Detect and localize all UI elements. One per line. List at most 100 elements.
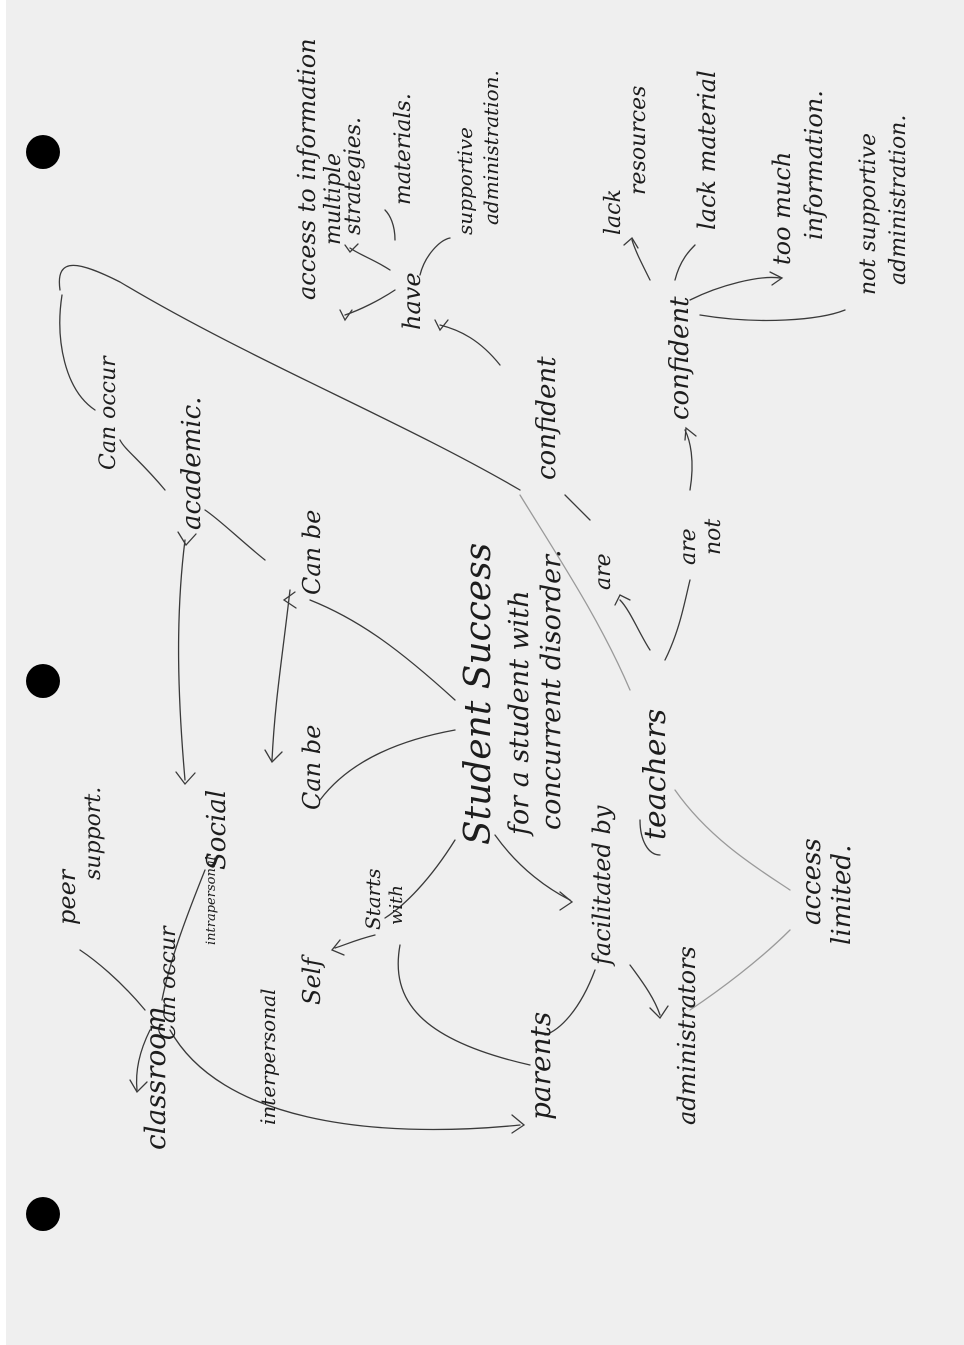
label-with: with bbox=[386, 885, 407, 925]
node-materials: materials. bbox=[391, 93, 416, 205]
node-parents: parents bbox=[524, 1012, 557, 1120]
label-can-be-bottom: Can be bbox=[298, 725, 326, 810]
node-confident-bottom: confident bbox=[665, 296, 695, 420]
node-intrapersonal: intrapersonal bbox=[204, 856, 219, 945]
node-administrators: administrators bbox=[673, 946, 701, 1125]
label-are-not-2: not bbox=[701, 519, 726, 555]
node-limited: limited. bbox=[827, 845, 857, 945]
punch-hole-top bbox=[26, 135, 60, 169]
arrowhead-canbe-top bbox=[282, 591, 297, 609]
arrowhead-admins bbox=[649, 1005, 669, 1020]
arrowhead-classroom bbox=[129, 1079, 148, 1094]
node-supportive: supportive bbox=[453, 127, 477, 235]
label-facilitated-by: facilitated by bbox=[588, 805, 616, 967]
link-facilitated-teachers bbox=[639, 819, 661, 856]
node-supportive-administration: administration. bbox=[479, 70, 503, 225]
link-starts-self bbox=[334, 934, 376, 949]
link-social-canoccur bbox=[161, 869, 206, 1001]
link-canbe-both bbox=[271, 589, 291, 761]
link-have-supportive bbox=[419, 237, 451, 276]
link-starts-parents bbox=[397, 944, 531, 1066]
link-confident-lackres bbox=[631, 239, 651, 281]
node-support: support. bbox=[81, 787, 106, 880]
link-central-canbe-bottom bbox=[319, 729, 456, 801]
node-peer: peer bbox=[53, 868, 81, 925]
node-classroom: classroom bbox=[139, 1006, 172, 1150]
arrowhead-parents bbox=[511, 1114, 526, 1134]
link-confident-notsupportive bbox=[699, 309, 846, 322]
node-lack: lack bbox=[601, 189, 626, 235]
link-have-materials bbox=[384, 209, 396, 241]
label-are-not-1: are bbox=[676, 528, 701, 565]
node-not-supportive: not supportive bbox=[856, 133, 881, 295]
central-subtitle-2: concurrent disorder. bbox=[536, 549, 567, 830]
link-arenot-confident bbox=[684, 429, 693, 491]
node-strategies: strategies. bbox=[341, 117, 366, 235]
node-access-to-information: access to information bbox=[293, 38, 321, 300]
arrowhead-lackres bbox=[623, 236, 639, 249]
link-teachers-access bbox=[674, 789, 791, 891]
link-central-starts bbox=[384, 839, 456, 919]
node-resources: resources bbox=[626, 86, 651, 195]
node-teachers: teachers bbox=[638, 709, 673, 840]
arrowhead-toomuch bbox=[769, 271, 784, 286]
label-are: are bbox=[591, 553, 616, 590]
link-canoccur-loop bbox=[59, 294, 96, 411]
node-not-supportive-administration: administration. bbox=[886, 115, 911, 285]
node-interpersonal: interpersonal bbox=[256, 989, 280, 1125]
node-information: information. bbox=[800, 90, 828, 240]
link-confident-lackmat bbox=[674, 244, 696, 281]
central-concept: Student Success for a student with concu… bbox=[458, 543, 567, 845]
node-academic: academic. bbox=[177, 397, 207, 530]
arrowhead-academic bbox=[177, 531, 197, 547]
node-access: access bbox=[797, 838, 827, 925]
link-academic-social bbox=[177, 539, 186, 781]
punch-hole-bottom bbox=[26, 1197, 60, 1231]
arrowhead-social bbox=[175, 771, 196, 786]
node-confident-top: confident bbox=[532, 356, 562, 480]
paper-sheet bbox=[6, 0, 964, 1345]
link-have-access bbox=[344, 289, 396, 316]
link-canbe-academic bbox=[204, 509, 266, 561]
arrowhead-are bbox=[614, 594, 631, 606]
arrowheads bbox=[129, 236, 784, 1134]
link-confident-have bbox=[439, 324, 501, 366]
link-teachers-arenot bbox=[664, 579, 691, 661]
link-facilitated-admins bbox=[629, 964, 661, 1016]
node-too-much: too much bbox=[768, 152, 796, 265]
node-have: have bbox=[398, 272, 426, 330]
link-loop-confident bbox=[58, 264, 521, 491]
node-lack-material: lack material bbox=[693, 70, 721, 230]
link-confident-teachers bbox=[519, 494, 631, 691]
arrowhead-strategies bbox=[344, 243, 359, 254]
label-can-occur-bottom: Can occur bbox=[156, 925, 181, 1040]
node-social: Social bbox=[202, 790, 232, 870]
node-multiple: multiple bbox=[321, 153, 346, 245]
link-canoccur-classroom bbox=[135, 1029, 151, 1091]
link-canoccur-peer bbox=[79, 949, 146, 1011]
link-academic-canoccur bbox=[119, 439, 166, 491]
link-central-facilitated bbox=[494, 834, 571, 901]
link-teachers-are bbox=[619, 599, 651, 651]
arrowhead-canbe-bottom bbox=[264, 749, 283, 764]
arrowhead-have bbox=[434, 319, 449, 332]
link-have-strategies bbox=[349, 247, 391, 271]
link-are-confident bbox=[564, 494, 591, 521]
node-self: Self bbox=[298, 954, 326, 1005]
link-facilitated-parents bbox=[544, 969, 596, 1036]
link-confident-toomuch bbox=[689, 276, 781, 301]
link-admins-access bbox=[689, 929, 791, 1011]
central-title: Student Success bbox=[458, 543, 499, 845]
label-starts: Starts bbox=[361, 868, 385, 930]
link-central-canbe-top bbox=[309, 599, 456, 701]
label-can-occur-top: Can occur bbox=[96, 355, 121, 470]
arrowhead-facilitated bbox=[559, 891, 574, 911]
link-canoccur-parents bbox=[169, 1029, 521, 1131]
label-can-be-top: Can be bbox=[298, 510, 326, 595]
punch-hole-middle bbox=[26, 664, 60, 698]
central-subtitle-1: for a student with bbox=[504, 590, 535, 837]
arrowhead-confident bbox=[684, 426, 697, 441]
arrowhead-self bbox=[330, 939, 345, 956]
arrowhead-access-info bbox=[339, 309, 353, 322]
